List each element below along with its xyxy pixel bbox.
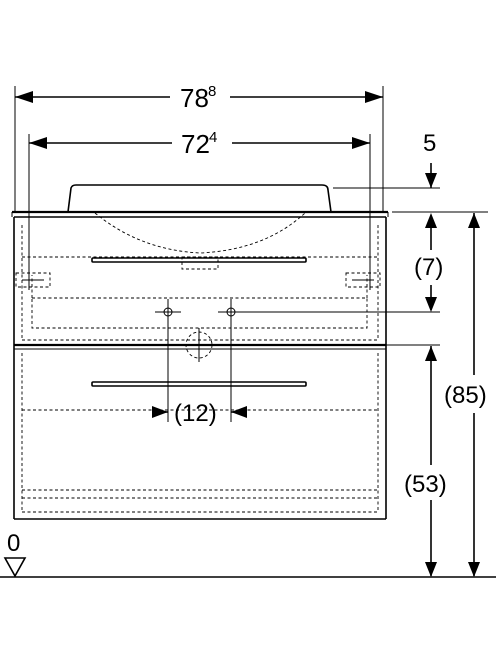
water-connection-right <box>218 299 440 325</box>
cabinet <box>13 217 387 520</box>
overall-width-decimal: 8 <box>208 83 216 100</box>
drawer-gap-dimension: (7) <box>414 228 443 312</box>
drain-spacing-dimension: (12) <box>152 400 247 427</box>
lower-drawer-handle <box>91 381 307 387</box>
floor-level-label: 0 <box>7 530 20 557</box>
lower-height-dimension: (53) <box>404 346 447 577</box>
water-connection-left <box>155 299 181 325</box>
basin-width-dimension: 72 4 <box>28 129 371 290</box>
countertop <box>11 210 389 218</box>
lower-height-label: (53) <box>404 471 447 498</box>
drain-connection <box>178 328 440 362</box>
overall-width-dimension: 78 8 <box>14 83 384 212</box>
overall-width-label: 78 <box>180 83 209 113</box>
basin-width-label: 72 <box>181 129 210 159</box>
basin-width-decimal: 4 <box>209 129 217 146</box>
drawer-gap-label: (7) <box>414 254 443 281</box>
floor-level: 0 <box>0 530 496 578</box>
drain-spacing-label: (12) <box>174 400 217 427</box>
upper-drawer-handle <box>91 256 307 270</box>
basin-top-dimension: 5 <box>333 130 488 228</box>
level-marker-icon <box>3 557 27 578</box>
total-height-dimension: (85) <box>444 213 487 577</box>
total-height-label: (85) <box>444 382 487 409</box>
basin <box>67 184 332 254</box>
basin-top-label: 5 <box>423 130 436 157</box>
